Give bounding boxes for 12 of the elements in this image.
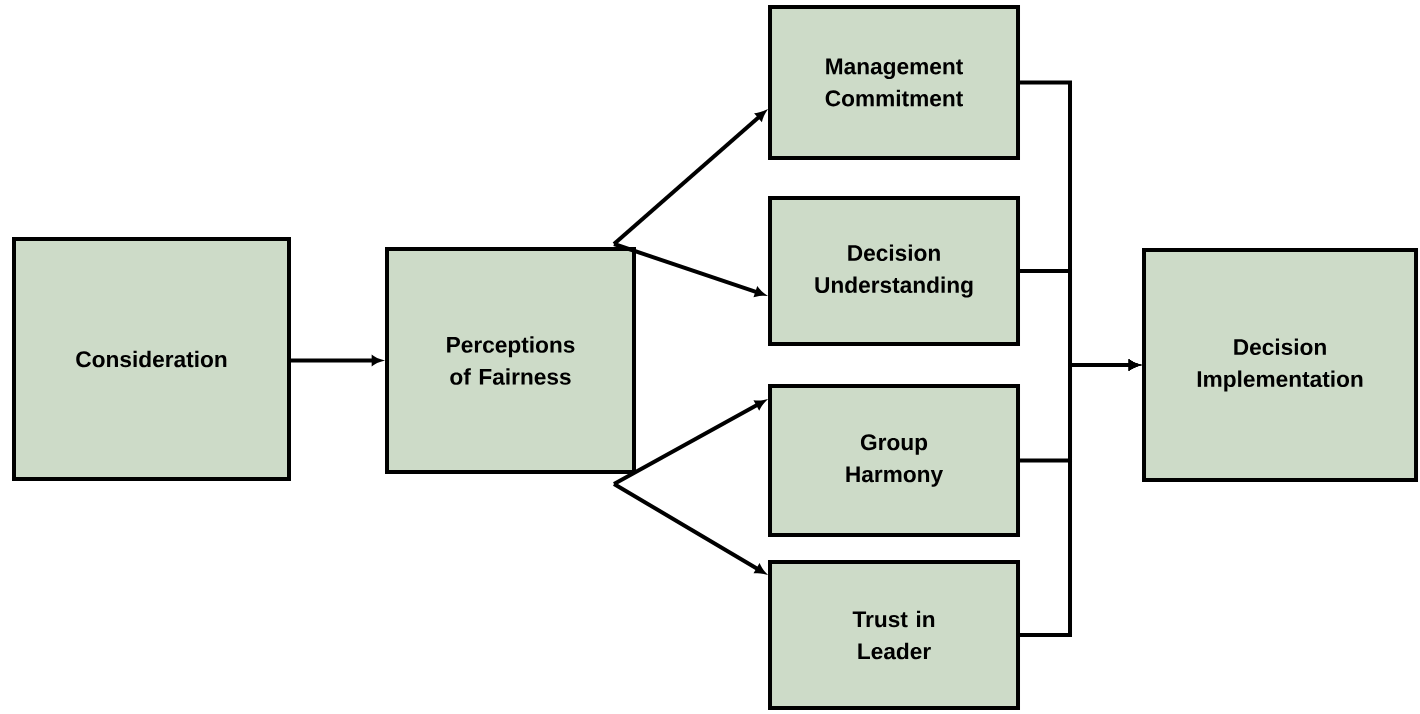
process-box: Perceptions of Fairness	[385, 247, 636, 474]
arrow	[613, 242, 765, 297]
arrow	[613, 482, 766, 574]
process-box: Management Commitment	[768, 5, 1020, 160]
process-box: Trust in Leader	[768, 560, 1020, 710]
process-box: Decision Implementation	[1142, 248, 1418, 482]
arrow	[612, 110, 766, 246]
arrow	[1020, 360, 1139, 637]
process-box: Group Harmony	[768, 384, 1020, 537]
process-box: Decision Understanding	[768, 196, 1020, 346]
process-box: Consideration	[12, 237, 291, 481]
arrow	[613, 399, 766, 486]
